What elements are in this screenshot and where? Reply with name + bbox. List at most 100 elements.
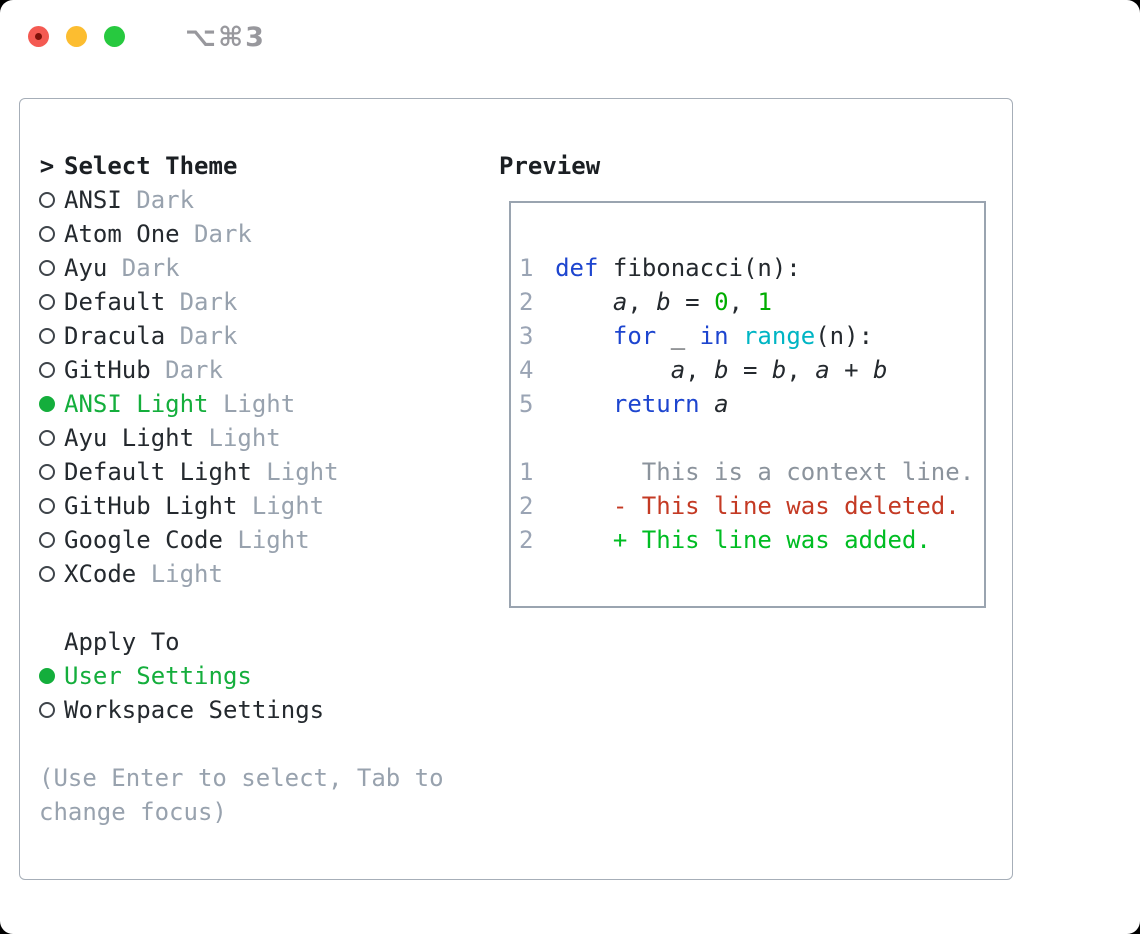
apply-option-user-settings[interactable]: User Settings — [39, 659, 499, 693]
code-token — [555, 390, 613, 418]
theme-option-label: Ayu — [64, 254, 108, 282]
code-token: for — [612, 322, 657, 350]
code-token — [555, 288, 613, 316]
minimize-button[interactable] — [66, 26, 87, 47]
code-token — [700, 390, 714, 418]
radio-selected-icon — [39, 668, 55, 684]
theme-option-label: Atom One — [64, 220, 180, 248]
line-number: 2 — [519, 526, 534, 554]
radio-icon — [39, 260, 55, 276]
indent-spacer — [39, 625, 55, 659]
code-token: 0 — [714, 288, 729, 316]
code-token — [555, 322, 613, 350]
code-token: - This line was deleted. — [555, 492, 960, 520]
theme-option-github-light[interactable]: GitHub Light Light — [39, 489, 499, 523]
code-line: 2 + This line was added. — [519, 523, 984, 557]
theme-option-label: XCode — [64, 560, 137, 588]
code-token: b — [714, 356, 729, 384]
theme-list-header: > Select Theme — [39, 149, 499, 183]
code-token: = — [670, 288, 715, 316]
radio-icon — [39, 362, 55, 378]
code-token — [729, 322, 743, 350]
code-token: (n): — [815, 322, 874, 350]
code-token: fibonacci(n): — [598, 254, 801, 282]
theme-variant-badge: Dark — [165, 322, 238, 350]
code-token: a — [670, 356, 686, 384]
line-number: 2 — [519, 288, 534, 316]
theme-option-ansi-light[interactable]: ANSI Light Light — [39, 387, 499, 421]
unsaved-dot-icon — [35, 33, 42, 40]
code-line: 2 - This line was deleted. — [519, 489, 984, 523]
code-token: b — [656, 288, 671, 316]
help-text: (Use Enter to select, Tab to change focu… — [39, 764, 444, 826]
code-token: in — [699, 322, 729, 350]
code-token: This is a context line. — [555, 458, 975, 486]
theme-option-google-code[interactable]: Google Code Light — [39, 523, 499, 557]
theme-variant-badge: Dark — [165, 288, 238, 316]
theme-variant-badge: Dark — [121, 186, 195, 214]
line-number: 1 — [519, 254, 534, 282]
code-line: 3 for _ in range(n): — [519, 319, 984, 353]
code-token: = — [728, 356, 772, 384]
line-number: 3 — [519, 322, 534, 350]
code-token: b — [873, 356, 888, 384]
radio-icon — [39, 566, 55, 582]
line-number: 2 — [519, 492, 534, 520]
code-token: return — [612, 390, 700, 418]
titlebar: ⌥⌘3 — [0, 0, 1140, 98]
radio-icon — [39, 702, 55, 718]
theme-option-label: GitHub Light — [64, 492, 238, 520]
theme-variant-badge: Dark — [107, 254, 180, 282]
code-token: a — [815, 356, 830, 384]
theme-option-xcode[interactable]: XCode Light — [39, 557, 499, 591]
code-line: 1 This is a context line. — [519, 455, 984, 489]
code-token: a — [714, 390, 729, 418]
code-token: , — [685, 356, 715, 384]
code-token: , — [627, 288, 657, 316]
theme-variant-badge: Dark — [150, 356, 223, 384]
theme-variant-badge: Light — [237, 492, 325, 520]
radio-icon — [39, 294, 55, 310]
theme-option-ansi[interactable]: ANSI Dark — [39, 183, 499, 217]
radio-icon — [39, 464, 55, 480]
theme-option-label: Default — [64, 288, 166, 316]
theme-option-atom-one[interactable]: Atom One Dark — [39, 217, 499, 251]
theme-option-default[interactable]: Default Dark — [39, 285, 499, 319]
theme-option-default-light[interactable]: Default Light Light — [39, 455, 499, 489]
radio-icon — [39, 498, 55, 514]
window-title: ⌥⌘3 — [185, 22, 266, 53]
code-line: 5 return a — [519, 387, 984, 421]
code-token: range — [742, 322, 816, 350]
apply-option-label: User Settings — [64, 662, 252, 690]
theme-option-github[interactable]: GitHub Dark — [39, 353, 499, 387]
apply-option-workspace-settings[interactable]: Workspace Settings — [39, 693, 499, 727]
cursor-icon: > — [39, 152, 55, 180]
theme-variant-badge: Light — [136, 560, 223, 588]
theme-option-ayu-light[interactable]: Ayu Light Light — [39, 421, 499, 455]
radio-icon — [39, 430, 55, 446]
theme-variant-badge: Light — [208, 390, 296, 418]
theme-option-dracula[interactable]: Dracula Dark — [39, 319, 499, 353]
theme-variant-badge: Light — [251, 458, 339, 486]
close-button[interactable] — [28, 26, 49, 47]
theme-option-ayu[interactable]: Ayu Dark — [39, 251, 499, 285]
theme-option-label: ANSI — [64, 186, 122, 214]
maximize-button[interactable] — [104, 26, 125, 47]
apply-to-title: Apply To — [64, 628, 180, 656]
code-token: , — [728, 288, 758, 316]
line-number: 4 — [519, 356, 534, 384]
theme-option-label: Default Light — [64, 458, 252, 486]
theme-option-label: Dracula — [64, 322, 166, 350]
code-token: a — [612, 288, 628, 316]
code-token: _ — [656, 322, 700, 350]
code-token — [555, 356, 671, 384]
theme-option-label: GitHub — [64, 356, 151, 384]
code-token: + — [829, 356, 874, 384]
